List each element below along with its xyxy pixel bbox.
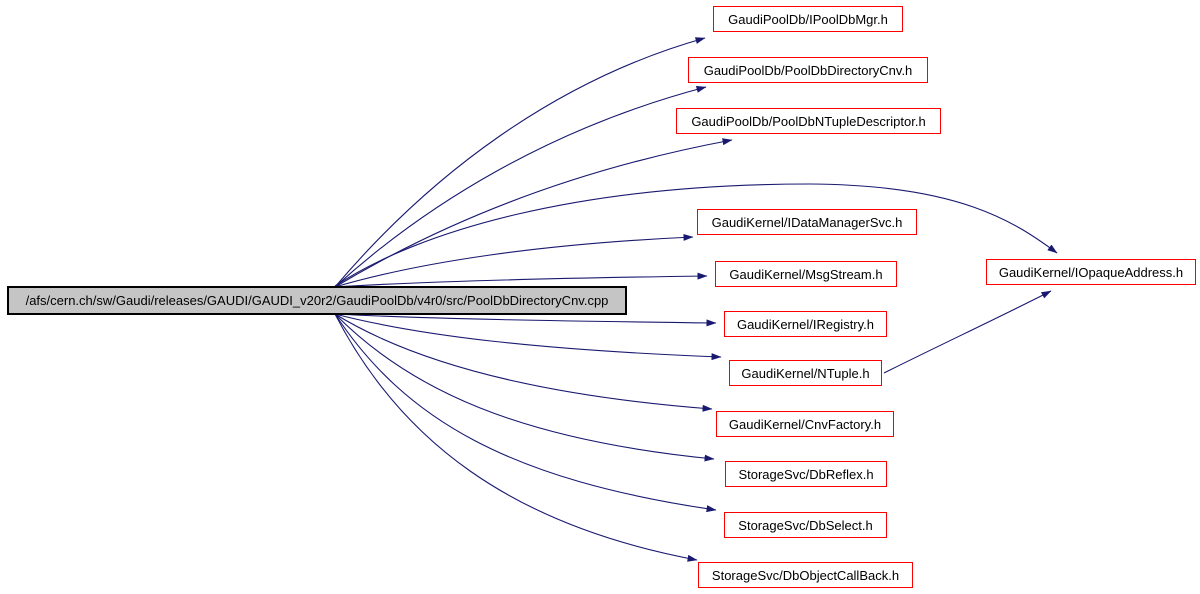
graph-node-pooldbntupledescriptor[interactable]: GaudiPoolDb/PoolDbNTupleDescriptor.h	[676, 108, 941, 134]
edge-main-to-dbobjectcallback	[334, 313, 698, 562]
graph-node-ipooldbmgr[interactable]: GaudiPoolDb/IPoolDbMgr.h	[713, 6, 903, 32]
graph-node-idatamanagersvc[interactable]: GaudiKernel/IDataManagerSvc.h	[697, 209, 917, 235]
graph-node-label: GaudiPoolDb/IPoolDbMgr.h	[728, 11, 888, 27]
graph-node-msgstream[interactable]: GaudiKernel/MsgStream.h	[715, 261, 897, 287]
graph-node-label: GaudiKernel/IOpaqueAddress.h	[998, 264, 1184, 280]
graph-node-label: StorageSvc/DbReflex.h	[738, 466, 874, 482]
graph-node-label: StorageSvc/DbObjectCallBack.h	[711, 567, 900, 583]
edge-main-to-iregistry	[334, 313, 717, 327]
edge-main-to-idatamanagersvc	[334, 233, 694, 288]
edge-ntuple-to-iopaqueaddress	[883, 290, 1052, 374]
graph-node-label: StorageSvc/DbSelect.h	[738, 517, 873, 533]
graph-node-pooldbdirectorycnv[interactable]: GaudiPoolDb/PoolDbDirectoryCnv.h	[688, 57, 928, 83]
edge-main-to-iopaqueaddress	[334, 183, 1058, 287]
edge-main-to-cnvfactory	[334, 313, 713, 412]
graph-node-label: GaudiKernel/CnvFactory.h	[728, 416, 882, 432]
graph-node-dbreflex[interactable]: StorageSvc/DbReflex.h	[725, 461, 887, 487]
graph-node-label: GaudiPoolDb/PoolDbNTupleDescriptor.h	[691, 113, 926, 129]
graph-node-main: /afs/cern.ch/sw/Gaudi/releases/GAUDI/GAU…	[7, 286, 627, 315]
edge-main-to-pooldbdirectorycnv	[334, 86, 707, 288]
graph-node-dbselect[interactable]: StorageSvc/DbSelect.h	[724, 512, 887, 538]
graph-node-label: GaudiKernel/IDataManagerSvc.h	[711, 214, 903, 230]
edge-main-to-msgstream	[334, 272, 708, 288]
edge-main-to-ntuple	[334, 313, 722, 361]
graph-node-label: GaudiKernel/IRegistry.h	[736, 316, 875, 332]
graph-node-iregistry[interactable]: GaudiKernel/IRegistry.h	[724, 311, 887, 337]
edge-main-to-dbreflex	[334, 313, 715, 462]
graph-node-label: GaudiPoolDb/PoolDbDirectoryCnv.h	[703, 62, 913, 78]
graph-node-label: GaudiKernel/NTuple.h	[741, 365, 870, 381]
edge-main-to-dbselect	[334, 313, 717, 513]
graph-node-dbobjectcallback[interactable]: StorageSvc/DbObjectCallBack.h	[698, 562, 913, 588]
graph-node-ntuple[interactable]: GaudiKernel/NTuple.h	[729, 360, 882, 386]
graph-node-label: GaudiKernel/MsgStream.h	[729, 266, 883, 282]
edge-main-to-pooldbntupledescriptor	[334, 138, 733, 288]
edge-main-to-ipooldbmgr	[334, 37, 706, 288]
graph-node-cnvfactory[interactable]: GaudiKernel/CnvFactory.h	[716, 411, 894, 437]
graph-node-label: /afs/cern.ch/sw/Gaudi/releases/GAUDI/GAU…	[25, 293, 609, 308]
graph-node-iopaqueaddress[interactable]: GaudiKernel/IOpaqueAddress.h	[986, 259, 1196, 285]
